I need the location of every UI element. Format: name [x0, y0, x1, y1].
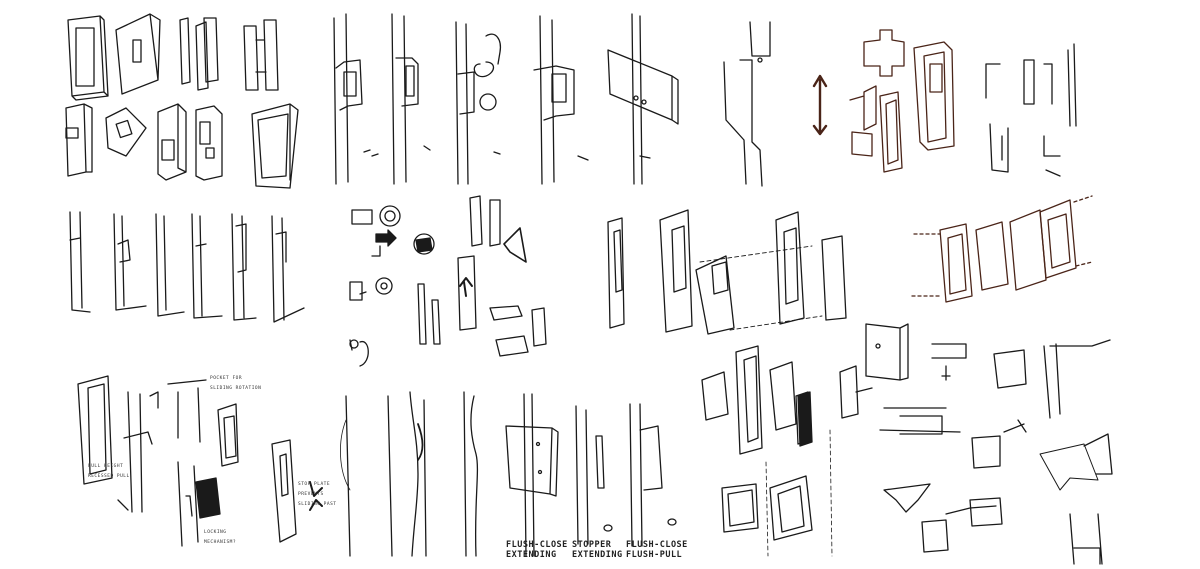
sketch-full-height-pull-doors [77, 375, 323, 547]
sketch-lock-mechanism-diagrams [349, 195, 547, 367]
sketch-flush-pull-door [629, 403, 677, 547]
sketch-stopper-extending-door [575, 405, 613, 545]
sketch-brown-pull-details [812, 29, 955, 173]
sketch-brown-exploded-pulls [911, 195, 1093, 303]
sketch-door-edge-hardware-group [333, 13, 679, 185]
sketch-recessed-pulls-group [65, 13, 299, 189]
sketch-edge-pull-exploded [607, 209, 847, 335]
sketch-recessed-edge-door [340, 391, 479, 557]
sketch-sliding-panel-recess [701, 345, 833, 557]
sketch-jamb-profiles-group [69, 211, 305, 323]
sketch-small-pull-outlines [985, 43, 1077, 177]
note-pocket: POCKET FOR SLIDING ROTATION [210, 376, 262, 391]
note-locking: LOCKING MECHANISM? [204, 530, 237, 545]
label-stopper-extending: STOPPER EXTENDING [572, 540, 623, 560]
label-flush-close-flush-pull: FLUSH-CLOSE FLUSH-PULL [626, 540, 688, 560]
sketch-misc-hinge-details [839, 323, 1113, 565]
note-stop-plate: STOP PLATE PREVENTS SLIDING PAST [298, 482, 337, 507]
sketch-flush-close-extending-door [505, 393, 559, 557]
note-full-height-pull: FULL HEIGHT RECESSED PULL [88, 464, 130, 479]
label-flush-close-extending: FLUSH-CLOSE EXTENDING [506, 540, 568, 560]
sketch-notched-edge [723, 21, 771, 187]
